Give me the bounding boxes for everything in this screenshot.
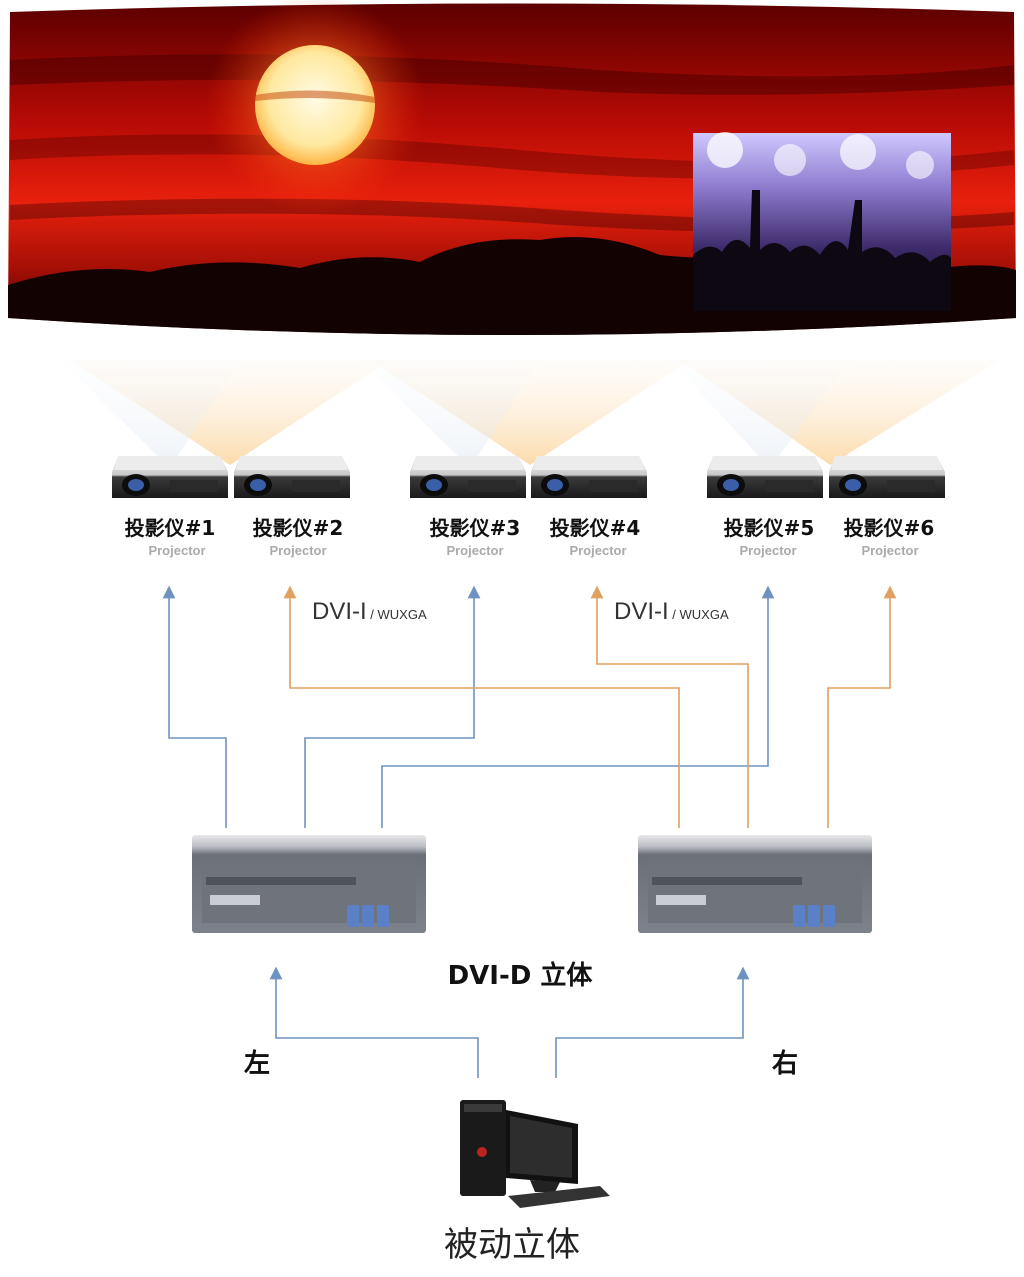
projector-5-sub: Projector [739, 543, 797, 558]
projector-3-label: 投影仪#3 [429, 516, 521, 540]
curved-screen [8, 0, 1016, 335]
passive-stereo-caption: 被动立体 [444, 1225, 580, 1265]
link-right-to-projector-6 [827, 585, 897, 828]
link-right-to-projector-2 [283, 585, 680, 828]
link-label-right: DVI-I / WUXGA [614, 598, 729, 626]
projector-2-icon [234, 456, 350, 498]
dvi-d-stereo-label: DVI-D 立体 [447, 961, 593, 991]
projector-2-label: 投影仪#2 [252, 516, 344, 540]
link-label-left-sub: / WUXGA [366, 607, 427, 622]
link-label-right-sub: / WUXGA [668, 607, 729, 622]
concert-inset-image [693, 132, 951, 311]
projector-1-sub: Projector [148, 543, 206, 558]
link-computer-left [269, 966, 479, 1078]
projector-3-icon [410, 456, 526, 498]
signal-box-left [192, 835, 426, 933]
link-label-left-main: DVI-I [312, 598, 367, 625]
link-right-to-projector-4 [590, 585, 749, 828]
projector-5-icon [707, 456, 823, 498]
projector-6-icon [829, 456, 945, 498]
connection-lines [162, 585, 897, 1078]
projector-2-sub: Projector [269, 543, 327, 558]
right-channel-label: 右 [772, 1049, 799, 1079]
projector-4-sub: Projector [569, 543, 627, 558]
projector-1-label: 投影仪#1 [124, 516, 216, 540]
projector-6-sub: Projector [861, 543, 919, 558]
signal-box-right [638, 835, 872, 933]
link-label-left: DVI-I / WUXGA [312, 598, 427, 626]
projection-beams [60, 360, 1000, 468]
projectors [112, 456, 945, 498]
projector-6-label: 投影仪#6 [843, 516, 935, 540]
link-computer-right [555, 966, 750, 1078]
projector-1-icon [112, 456, 228, 498]
link-left-to-projector-1 [162, 585, 227, 828]
projector-4-label: 投影仪#4 [549, 516, 641, 540]
left-channel-label: 左 [244, 1049, 271, 1079]
link-left-to-projector-3 [304, 585, 481, 828]
link-label-right-main: DVI-I [614, 598, 669, 625]
link-left-to-projector-5 [381, 585, 775, 828]
computer-icon [460, 1100, 610, 1208]
projector-3-sub: Projector [446, 543, 504, 558]
projector-4-icon [531, 456, 647, 498]
projector-5-label: 投影仪#5 [723, 516, 815, 540]
